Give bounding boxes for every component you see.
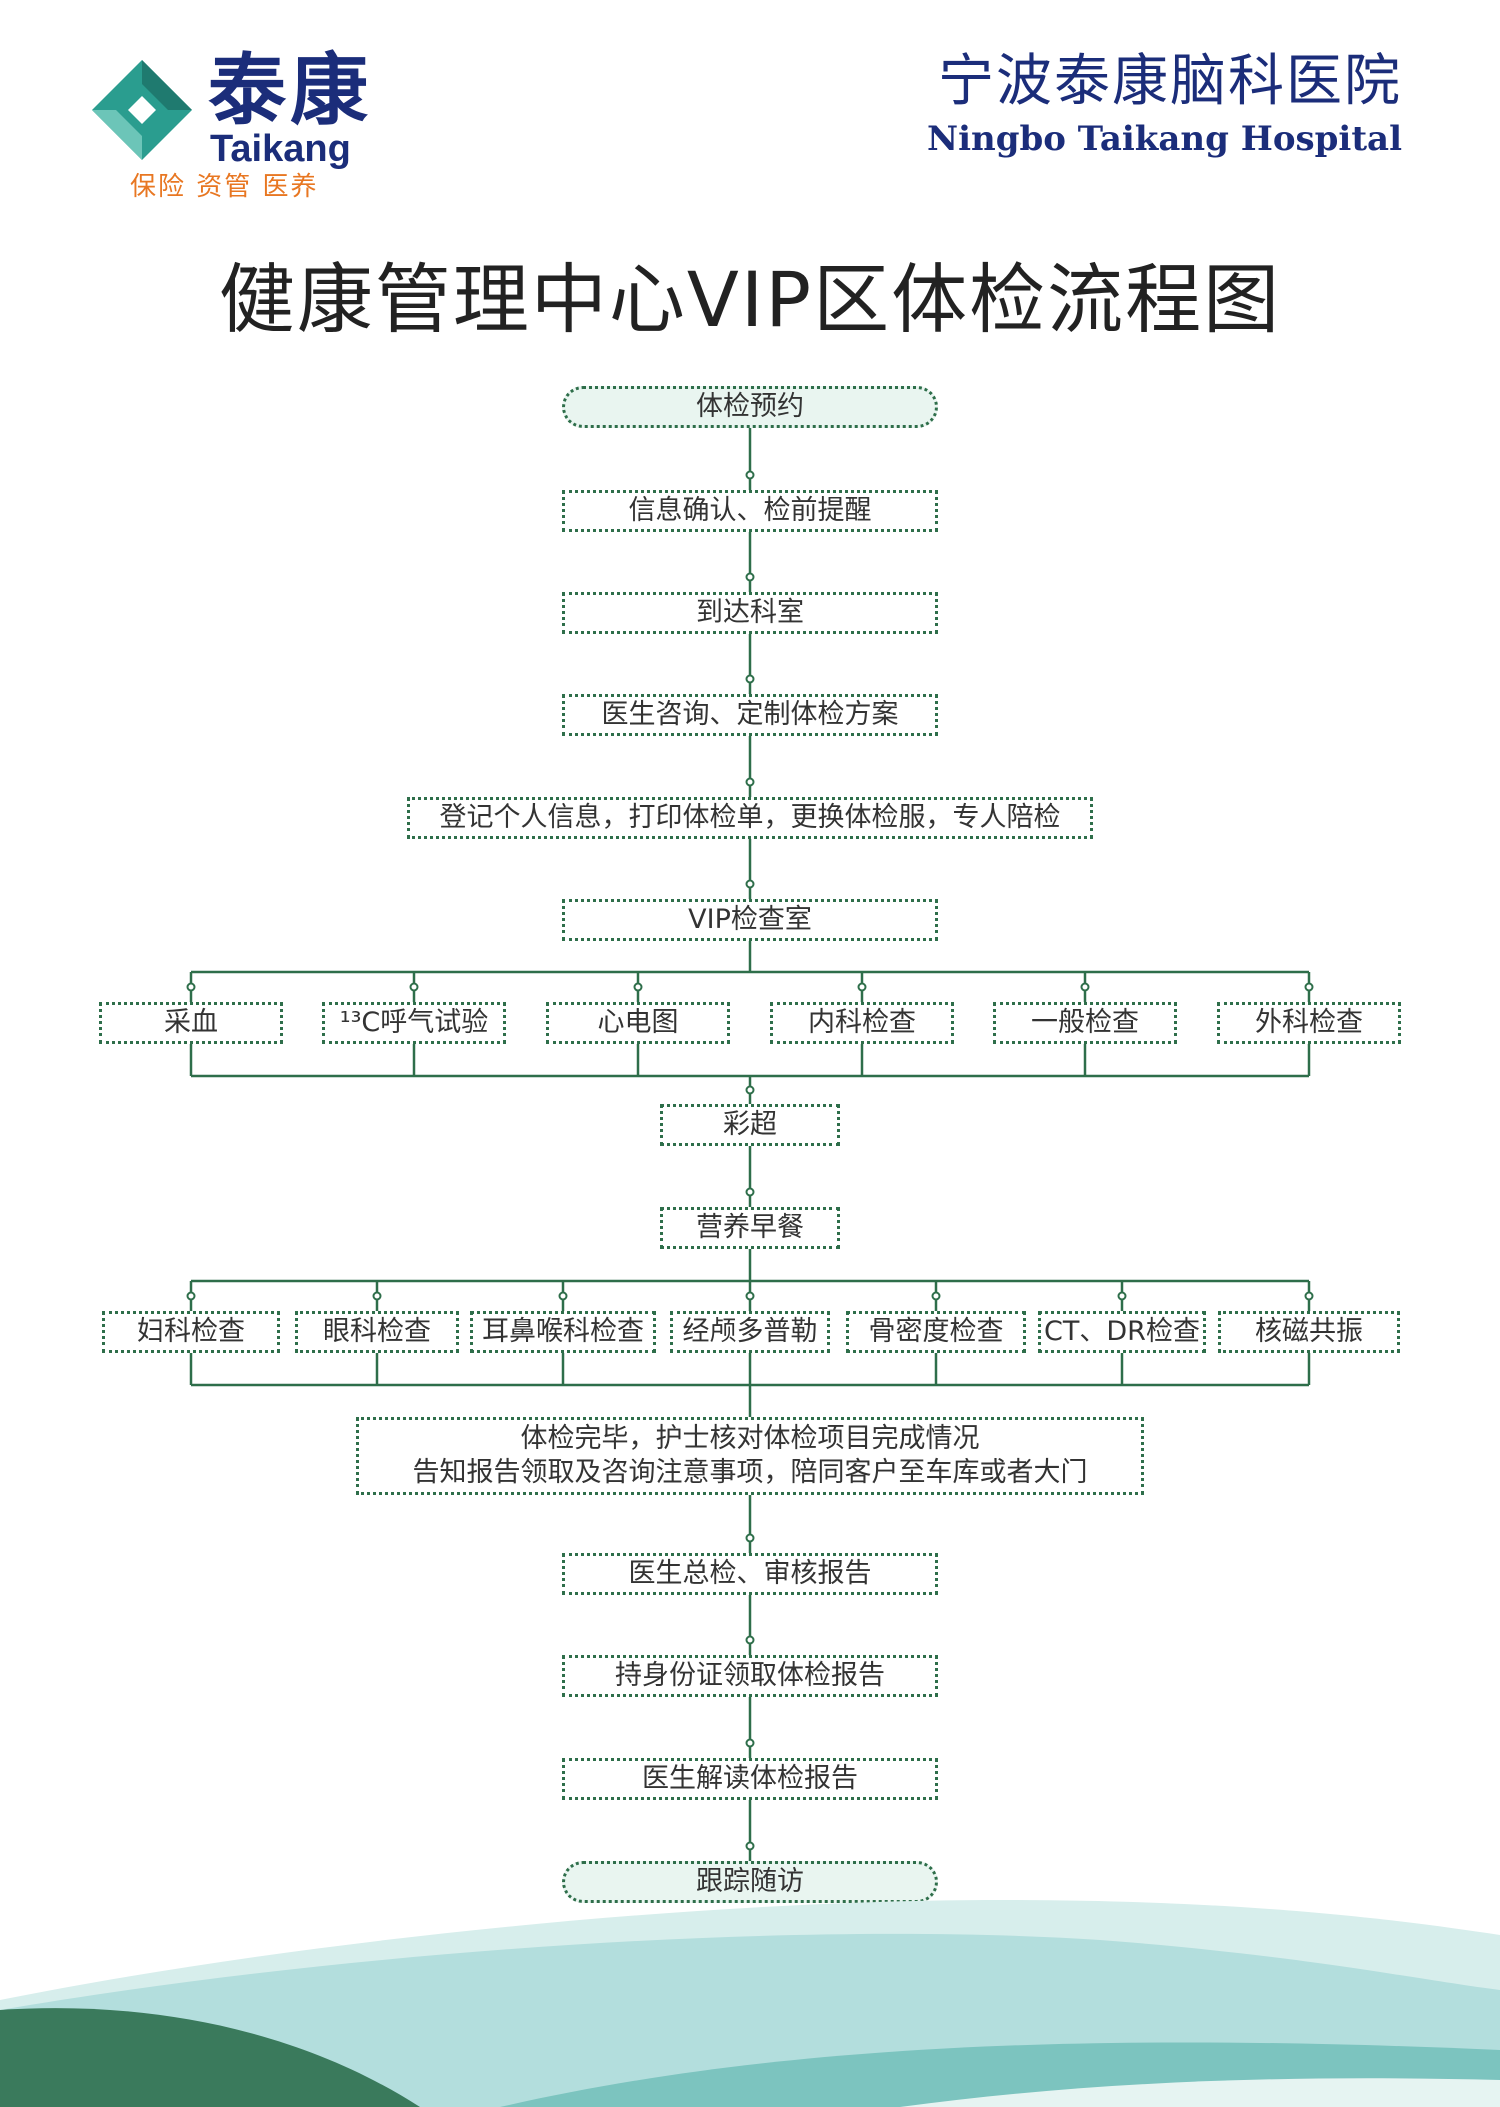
flow-node-breath-test: ¹³C呼气试验 <box>322 1002 506 1044</box>
flow-node-booking: 体检预约 <box>562 386 938 428</box>
finish-line-1: 体检完毕，护士核对体检项目完成情况 <box>520 1423 980 1455</box>
hospital-name-cn: 宁波泰康脑科医院 <box>938 49 1402 114</box>
flow-node-vip-room: VIP检查室 <box>562 899 938 941</box>
flow-node-ophthalmology: 眼科检查 <box>295 1311 459 1353</box>
flow-node-mri: 核磁共振 <box>1218 1311 1400 1353</box>
page-title: 健康管理中心VIP区体检流程图 <box>218 255 1282 344</box>
flow-node-ecg: 心电图 <box>546 1002 730 1044</box>
flow-node-ct-dr: CT、DR检查 <box>1038 1311 1206 1353</box>
flow-node-arrive: 到达科室 <box>562 592 938 634</box>
flow-node-bone-density: 骨密度检查 <box>846 1311 1026 1353</box>
flow-node-interpret-report: 医生解读体检报告 <box>562 1758 938 1800</box>
flow-node-collect-report: 持身份证领取体检报告 <box>562 1655 938 1697</box>
flow-node-follow-up: 跟踪随访 <box>562 1861 938 1903</box>
flow-node-tcd: 经颅多普勒 <box>670 1311 830 1353</box>
flow-node-register: 登记个人信息，打印体检单，更换体检服，专人陪检 <box>407 797 1093 839</box>
logo-tagline: 保险 资管 医养 <box>130 172 319 202</box>
flow-node-breakfast: 营养早餐 <box>660 1207 840 1249</box>
flow-node-consult: 医生咨询、定制体检方案 <box>562 694 938 736</box>
flow-node-confirm: 信息确认、检前提醒 <box>562 490 938 532</box>
flow-node-review: 医生总检、审核报告 <box>562 1553 938 1595</box>
taikang-logo-icon <box>92 60 192 160</box>
decorative-wave-footer <box>0 1900 1500 2107</box>
flow-node-gynecology: 妇科检查 <box>102 1311 280 1353</box>
flow-node-blood-test: 采血 <box>99 1002 283 1044</box>
logo-name-en: Taikang <box>210 128 351 170</box>
flow-node-finish: 体检完毕，护士核对体检项目完成情况 告知报告领取及咨询注意事项，陪同客户至车库或… <box>356 1417 1144 1495</box>
flow-node-ultrasound: 彩超 <box>660 1104 840 1146</box>
flow-node-surgical-exam: 外科检查 <box>1217 1002 1401 1044</box>
flow-node-ent: 耳鼻喉科检查 <box>470 1311 656 1353</box>
flow-node-general-exam: 一般检查 <box>993 1002 1177 1044</box>
hospital-name-en: Ningbo Taikang Hospital <box>927 119 1402 159</box>
logo-name-cn: 泰康 <box>208 45 373 136</box>
flow-node-internal-exam: 内科检查 <box>770 1002 954 1044</box>
finish-line-2: 告知报告领取及咨询注意事项，陪同客户至车库或者大门 <box>412 1457 1088 1488</box>
